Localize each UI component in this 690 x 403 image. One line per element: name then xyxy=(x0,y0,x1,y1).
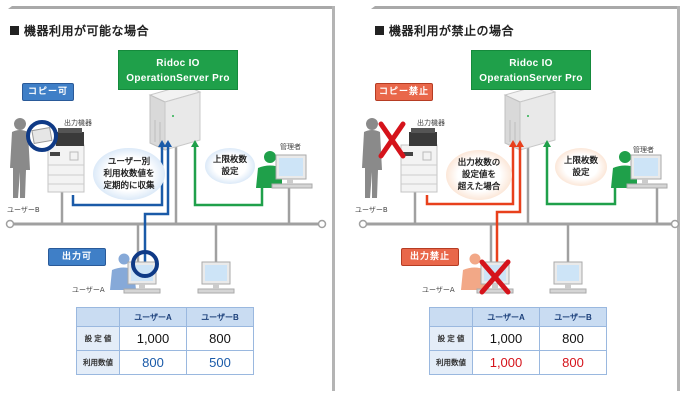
setting-value-user-b: 800 xyxy=(539,326,607,351)
table-header-user-a: ユーザーA xyxy=(472,307,540,327)
limit-setting-bubble: 上限枚数 設定 xyxy=(555,148,607,186)
arrow-head xyxy=(509,140,517,147)
arrow-head xyxy=(158,140,166,147)
device-label: 出力機器 xyxy=(417,119,445,127)
usage-table: ユーザーA ユーザーB 設 定 値 1,000 800 利用数値 1,000 8… xyxy=(429,307,607,375)
copy-prohibited-badge: コピー禁止 xyxy=(375,83,433,101)
pc-icon xyxy=(197,261,235,294)
table-header-user-b: ユーザーB xyxy=(539,307,607,327)
admin-setting-line xyxy=(545,145,617,206)
server-label: Ridoc IO OperationServer Pro xyxy=(118,50,238,90)
server-icon xyxy=(148,84,202,151)
exceeded-bubble: 出力枚数の 設定値を 超えた場合 xyxy=(446,150,512,200)
admin-setting-line xyxy=(193,145,264,207)
table-row: 設 定 値 1,000 800 xyxy=(429,326,607,351)
user-b-figure xyxy=(362,118,382,198)
panel-frame-top xyxy=(8,6,333,9)
bus-end-left xyxy=(5,219,15,229)
table-row: 利用数値 800 500 xyxy=(76,350,254,375)
bus-end-left xyxy=(358,219,368,229)
usage-value-user-b: 800 xyxy=(539,350,607,375)
pc-icon xyxy=(549,261,587,294)
device-label: 出力機器 xyxy=(64,119,92,127)
panel-frame-top xyxy=(371,6,678,9)
usage-value-user-a: 800 xyxy=(119,350,187,375)
copy-allowed-badge: コピー可 xyxy=(22,83,74,101)
row-label-usage: 利用数値 xyxy=(429,350,473,375)
printer-icon xyxy=(400,128,438,193)
allowed-circle-icon xyxy=(26,120,58,152)
table-corner xyxy=(429,307,473,327)
row-label-usage: 利用数値 xyxy=(76,350,120,375)
flow-line-user-a xyxy=(143,145,170,262)
table-row: 設 定 値 1,000 800 xyxy=(76,326,254,351)
bullet-square-icon xyxy=(10,26,19,35)
admin-pc-icon xyxy=(626,154,668,189)
allowed-circle-icon xyxy=(131,250,159,278)
row-label-setting: 設 定 値 xyxy=(429,326,473,351)
collect-usage-bubble: ユーザー別 利用枚数値を 定期的に収集 xyxy=(93,148,165,200)
flow-line-printer xyxy=(425,145,515,206)
bus-end-right xyxy=(317,219,327,229)
table-header-user-a: ユーザーA xyxy=(119,307,187,327)
bullet-square-icon xyxy=(375,26,384,35)
admin-label: 管理者 xyxy=(633,146,654,154)
setting-value-user-b: 800 xyxy=(186,326,254,351)
network-diagram-prohibited xyxy=(358,84,680,295)
output-prohibited-badge: 出力禁止 xyxy=(401,248,459,266)
setting-value-user-a: 1,000 xyxy=(472,326,540,351)
server-label: Ridoc IO OperationServer Pro xyxy=(471,50,591,90)
row-label-setting: 設 定 値 xyxy=(76,326,120,351)
arrow-head xyxy=(543,140,551,147)
prohibited-x-icon xyxy=(378,121,406,159)
arrow-head xyxy=(164,140,172,147)
table-header-row: ユーザーA ユーザーB xyxy=(429,307,607,327)
table-row: 利用数値 1,000 800 xyxy=(429,350,607,375)
output-allowed-badge: 出力可 xyxy=(48,248,106,266)
user-b-label: ユーザーB xyxy=(7,206,40,214)
flow-line-user-a xyxy=(495,145,522,262)
table-header-row: ユーザーA ユーザーB xyxy=(76,307,254,327)
limit-setting-bubble: 上限枚数 設定 xyxy=(205,148,255,184)
prohibited-x-icon xyxy=(479,259,511,295)
setting-value-user-a: 1,000 xyxy=(119,326,187,351)
table-header-user-b: ユーザーB xyxy=(186,307,254,327)
user-b-label: ユーザーB xyxy=(355,206,388,214)
panel-frame-right xyxy=(332,6,335,391)
table-corner xyxy=(76,307,120,327)
user-a-label: ユーザーA xyxy=(422,286,455,294)
usage-table: ユーザーA ユーザーB 設 定 値 1,000 800 利用数値 800 500 xyxy=(76,307,254,375)
admin-label: 管理者 xyxy=(280,143,301,151)
arrow-head xyxy=(191,140,199,147)
panel-frame-right xyxy=(677,6,680,391)
admin-pc-icon xyxy=(271,154,313,189)
panel-title: 機器利用が可能な場合 xyxy=(10,22,149,39)
bus-end-right xyxy=(670,219,680,229)
usage-value-user-b: 500 xyxy=(186,350,254,375)
user-a-label: ユーザーA xyxy=(72,286,105,294)
server-icon xyxy=(503,84,557,151)
arrow-head xyxy=(516,140,524,147)
printer-icon xyxy=(47,128,85,193)
user-b-figure xyxy=(10,118,30,198)
panel-prohibited: 機器利用が禁止の場合 Ridoc IO OperationServer Pro … xyxy=(345,0,690,403)
panel-title: 機器利用が禁止の場合 xyxy=(375,22,514,39)
panel-allowed: 機器利用が可能な場合 Ridoc IO OperationServer Pro … xyxy=(5,6,335,391)
usage-value-user-a: 1,000 xyxy=(472,350,540,375)
